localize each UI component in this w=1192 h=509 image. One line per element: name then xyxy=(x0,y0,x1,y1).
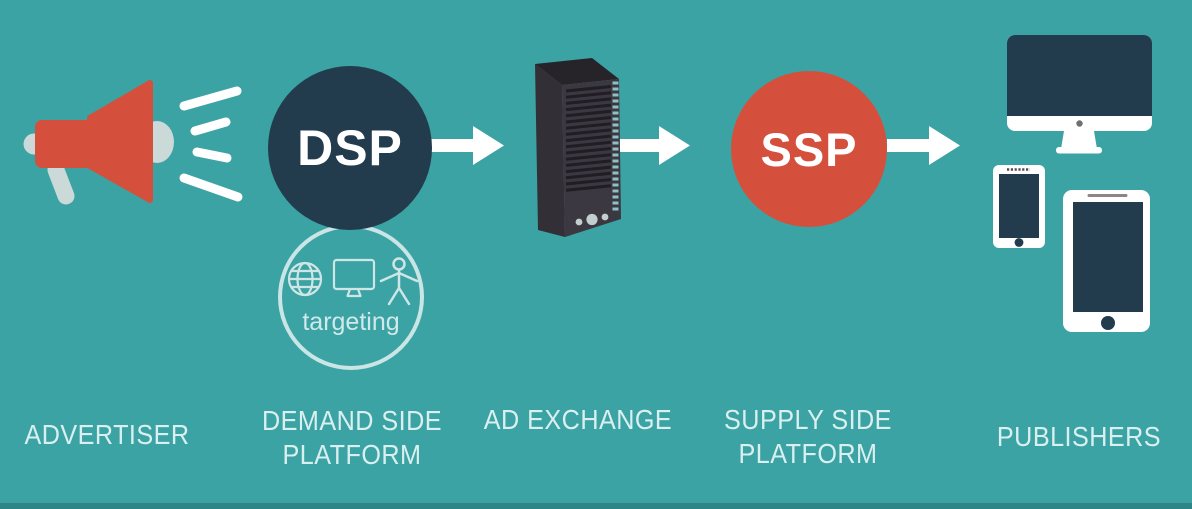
smartphone-icon xyxy=(993,165,1045,248)
server-status-lights xyxy=(575,213,609,226)
publishers-label: PUBLISHERS xyxy=(996,421,1162,452)
server-top-face xyxy=(535,58,619,85)
globe-icon xyxy=(287,261,323,297)
person-icon xyxy=(379,257,419,306)
ssp-label: SUPPLY SIDE PLATFORM xyxy=(724,404,892,469)
flow-arrow-ssp-to-publishers-icon xyxy=(887,126,960,165)
server-vent-slats xyxy=(565,85,612,192)
targeting-icons xyxy=(287,257,419,306)
advertiser-label: ADVERTISER xyxy=(24,419,190,450)
ssp-abbr: SSP xyxy=(760,122,858,176)
dsp-label: DEMAND SIDE PLATFORM xyxy=(262,405,442,470)
server-side-vents xyxy=(612,81,619,211)
targeting-label: targeting xyxy=(302,308,400,336)
ssp-circle: SSP xyxy=(731,71,887,227)
sound-waves-icon xyxy=(179,86,243,202)
dsp-abbr: DSP xyxy=(297,120,403,176)
bottom-edge-shade xyxy=(0,503,1192,509)
publisher-devices xyxy=(993,35,1152,332)
server-left-face xyxy=(535,64,565,237)
dsp-circle: DSP xyxy=(268,66,432,230)
flow-arrow-dsp-to-exchange-icon xyxy=(431,126,504,165)
megaphone-icon xyxy=(23,80,243,205)
megaphone-body xyxy=(35,120,93,168)
megaphone-handle xyxy=(47,161,75,205)
flow-arrow-exchange-to-ssp-icon xyxy=(617,126,690,165)
desktop-monitor-icon xyxy=(1007,35,1152,154)
ad-exchange-label: AD EXCHANGE xyxy=(483,404,673,435)
tablet-icon xyxy=(1063,190,1150,332)
megaphone-horn xyxy=(87,80,153,203)
server-tower-icon xyxy=(535,58,621,237)
monitor-icon xyxy=(332,258,376,298)
